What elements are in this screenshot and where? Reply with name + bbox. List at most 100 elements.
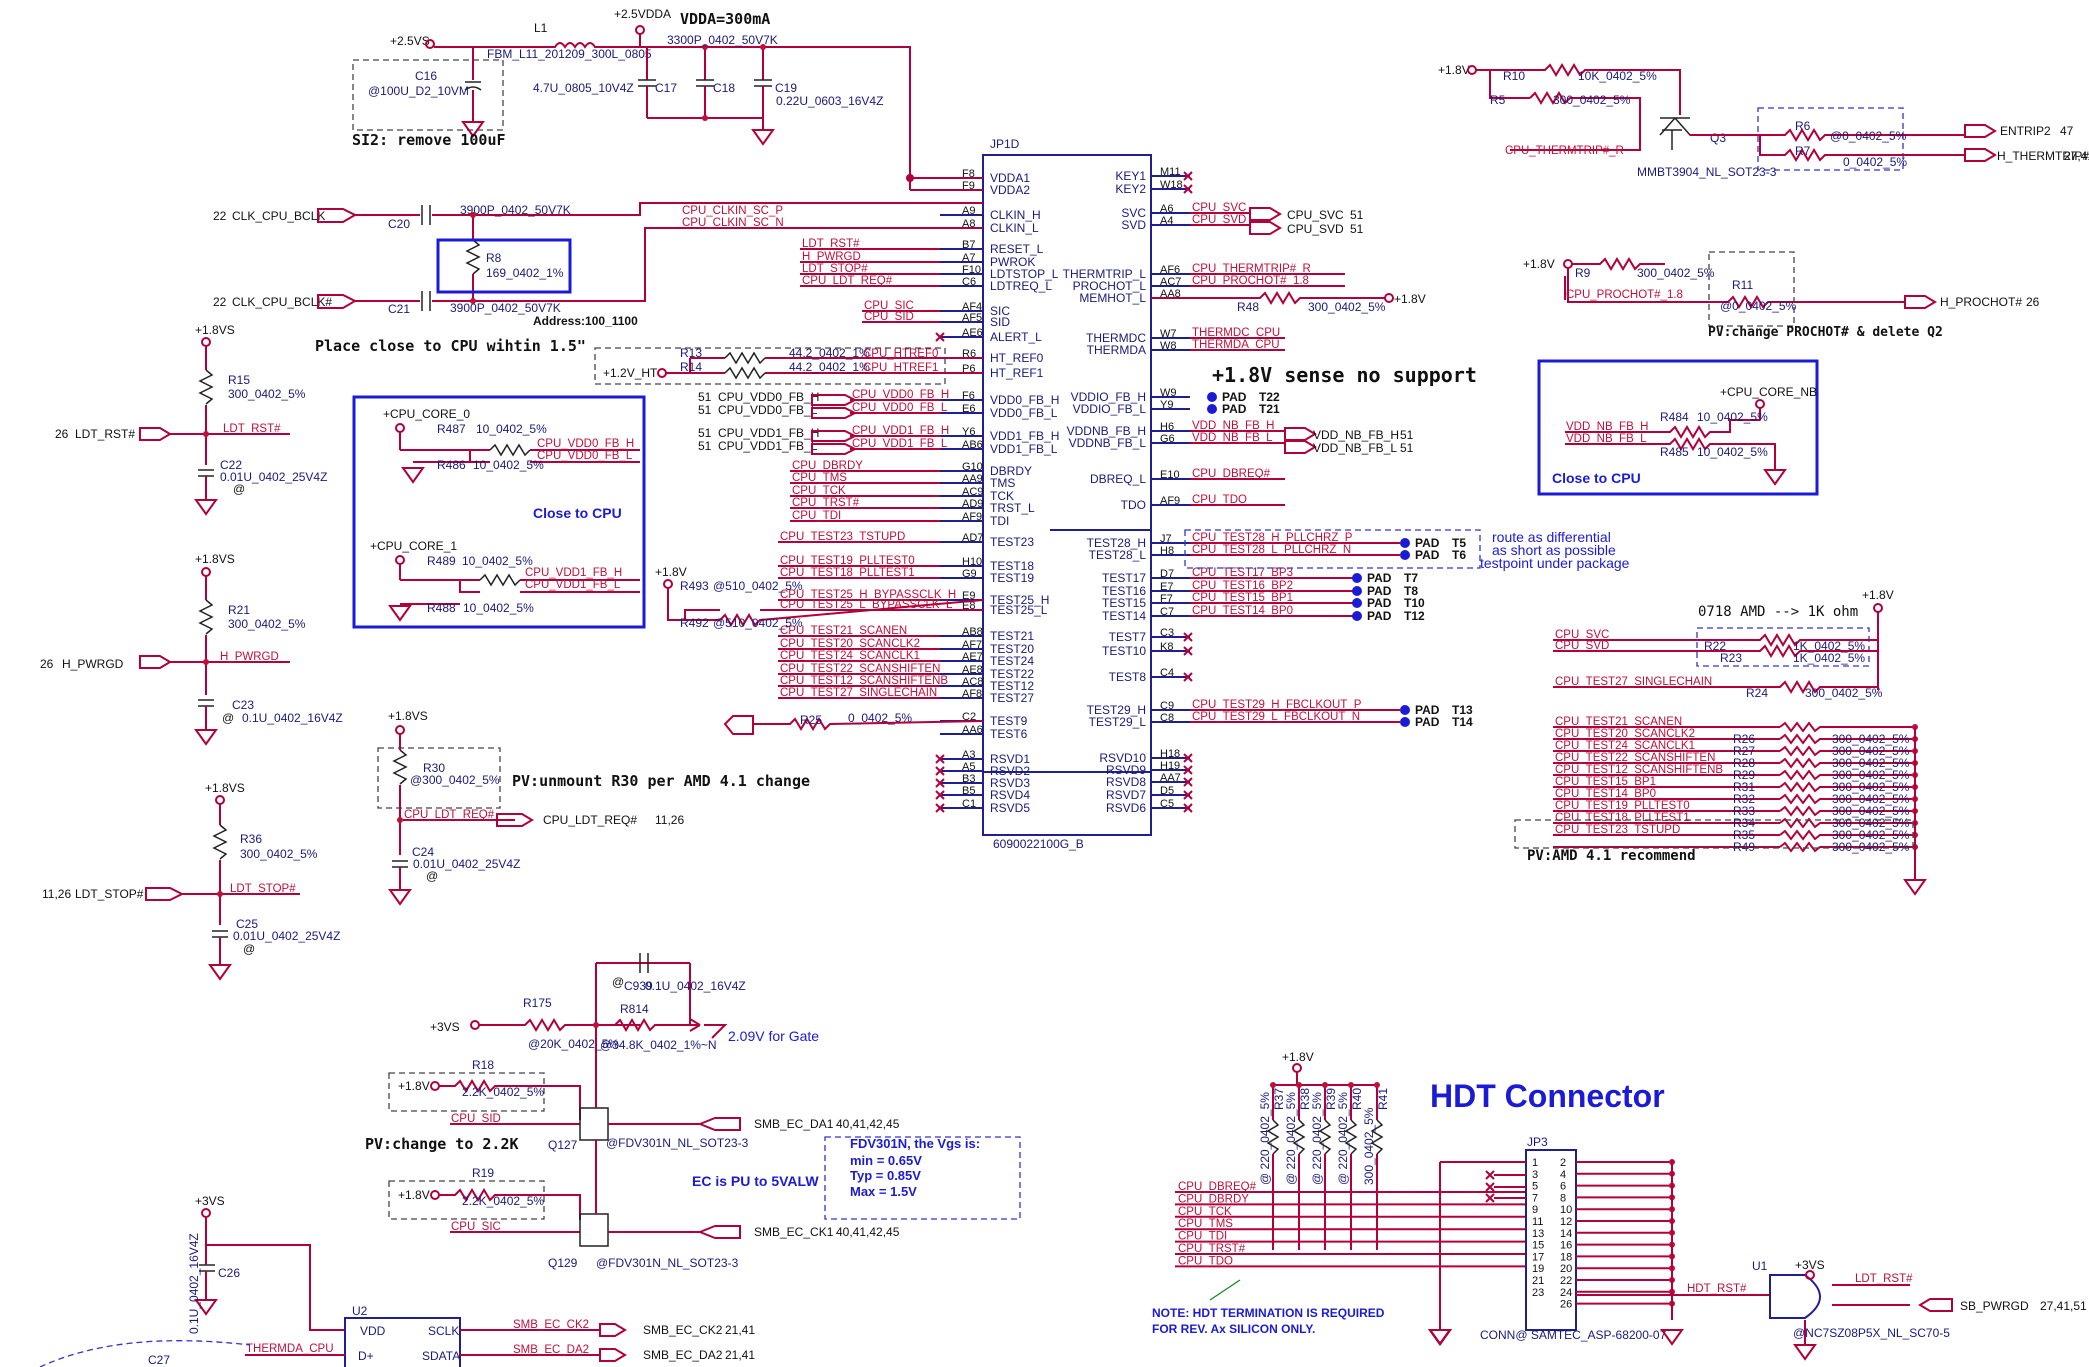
svg-text:SB_PWRGD: SB_PWRGD	[1960, 1299, 2029, 1313]
right-net-labels: CPU_SVCCPU_SVDCPU_THERMTRIP#_RCPU_PROCHO…	[1190, 202, 1400, 723]
pad-ref: T10	[1404, 596, 1425, 610]
cpu-pin-name: RSVD5	[990, 801, 1030, 815]
net-label: CPU_TEST28_H_PLLCHRZ_P	[1192, 532, 1353, 544]
cpu-pin-number: AC9	[962, 486, 983, 498]
net-label: CPU_SIC	[864, 300, 914, 312]
svg-text:R175: R175	[523, 996, 552, 1010]
svg-text:Q129: Q129	[548, 1256, 578, 1270]
bank-net: CPU_TEST14_BP0	[1555, 788, 1656, 800]
jp3-pin: 9	[1532, 1204, 1538, 1216]
note-si2: SI2: remove 100uF	[352, 131, 506, 149]
q3-value: MMBT3904_NL_SOT23-3	[1637, 165, 1777, 179]
svg-text:R486: R486	[437, 458, 466, 472]
cpu-pin-number: H8	[1160, 545, 1174, 557]
svg-text:26: 26	[2026, 295, 2040, 309]
cpu-pin-number: AC8	[962, 676, 983, 688]
cpu-pin-number: A4	[1160, 215, 1173, 227]
hdt-res-value: @ 220_0402_5%	[1284, 1092, 1298, 1185]
cpu-pin-name: TEST25_H	[990, 593, 1049, 607]
cpu-pin-name: VDD0_FB_L	[990, 406, 1058, 420]
svg-text:VDD: VDD	[360, 1324, 386, 1338]
pad-dot	[1352, 573, 1362, 583]
bank-ref: R29	[1733, 768, 1755, 782]
net-label: CPU_TDO	[1192, 494, 1247, 506]
bank-value: 300_0402_5%	[1832, 804, 1910, 818]
net-htref0: CPU_HTREF0	[863, 348, 938, 360]
hdt-res-ref: R38	[1298, 1088, 1312, 1110]
svg-text:CPU_SVD: CPU_SVD	[1287, 222, 1344, 236]
svg-text:51: 51	[1400, 441, 1414, 455]
c17-cap	[638, 47, 656, 118]
hdt-net-label: CPU_DBREQ#	[1178, 1181, 1257, 1193]
note-route3: testpoint under package	[1480, 555, 1630, 571]
net-label: CPU_TEST17_BP3	[1192, 567, 1293, 579]
bank-value: 300_0402_5%	[1832, 732, 1910, 746]
net-label: CPU_TCK	[792, 485, 846, 497]
cpu-part: 6090022100G_B	[993, 837, 1084, 851]
cpu-pin-number: AF9	[962, 511, 982, 523]
svg-text:min = 0.65V: min = 0.65V	[850, 1153, 922, 1168]
cpu-pin-number: C2	[962, 711, 976, 723]
rail-1v8-thermtrip: +1.8V	[1438, 63, 1470, 77]
note-vdda: VDDA=300mA	[680, 10, 770, 28]
note-sense: +1.8V sense no support	[1212, 363, 1477, 387]
hdt-res-ref: R41	[1376, 1088, 1390, 1110]
hdt-res-ref: R39	[1324, 1088, 1338, 1110]
cpu-pin-number: AA6	[962, 724, 983, 736]
jp3-part: CONN@ SAMTEC_ASP-68200-07	[1480, 1328, 1667, 1342]
note-gate: 2.09V for Gate	[728, 1028, 819, 1044]
r8-ref: R8	[486, 251, 502, 265]
svg-text:21,41: 21,41	[725, 1348, 755, 1362]
net-label: CPU_TRST#	[792, 497, 860, 509]
cpu-pin-name: TRST_L	[990, 501, 1035, 515]
cpu-pin-name: TEST15	[1102, 596, 1146, 610]
c18-value: 3300P_0402_50V7K	[667, 33, 778, 47]
cpu-pin-number: AF6	[1160, 264, 1180, 276]
svg-text:1K_0402_5%: 1K_0402_5%	[1793, 651, 1865, 665]
hdt-net-label: CPU_TCK	[1178, 1206, 1232, 1218]
hdt-res-ref: R40	[1350, 1088, 1364, 1110]
cpu-pin-name: TEST28_L	[1089, 548, 1147, 562]
svg-text:51: 51	[1350, 208, 1364, 222]
note-route2: as short as possible	[1492, 542, 1616, 558]
cpu-pin-name: TEST23	[990, 535, 1034, 549]
svg-text:@FDV301N_NL_SOT23-3: @FDV301N_NL_SOT23-3	[606, 1136, 749, 1150]
cpu-pin-number: M11	[1160, 166, 1181, 178]
net-label: CPU_TEST20_SCANCLK2	[780, 638, 920, 650]
svg-text:R22: R22	[1704, 639, 1726, 653]
note-place-close: Place close to CPU wihtin 1.5"	[315, 337, 586, 355]
left-net-labels: LDT_RST#H_PWRGDLDT_STOP#CPU_LDT_REQ#CPU_…	[778, 238, 956, 699]
cpu-pin-number: F10	[962, 264, 981, 276]
svg-text:SCLK: SCLK	[428, 1324, 459, 1338]
note-prochot: PV:change PROCHOT# & delete Q2	[1708, 325, 1943, 340]
svg-text:PV:unmount R30 per AMD 4.1 cha: PV:unmount R30 per AMD 4.1 change	[512, 772, 810, 790]
cpu-pin-name: RSVD1	[990, 752, 1030, 766]
r8-highlight	[436, 238, 572, 294]
cpu-pin-number: AC7	[1160, 276, 1181, 288]
net-label: CPU_TEST29_L_FBCLKOUT_N	[1192, 711, 1360, 723]
rail-core0: +CPU_CORE_0	[383, 407, 470, 421]
cpu-pin-number: B3	[962, 773, 975, 785]
pad-dot	[1352, 598, 1362, 608]
cpu-pin-number: K8	[1160, 641, 1173, 653]
svg-text:THERMDA_CPU: THERMDA_CPU	[246, 1343, 334, 1355]
svg-text:LDT_STOP#: LDT_STOP#	[75, 887, 144, 901]
svg-text:R30: R30	[423, 761, 445, 775]
net-label: CPU_TEST25_L_BYPASSCLK_L	[780, 599, 953, 611]
svg-text:+3VS: +3VS	[430, 1020, 460, 1034]
svg-text:@: @	[233, 482, 245, 496]
svg-text:R7: R7	[1795, 144, 1811, 158]
svg-text:10K_0402_5%: 10K_0402_5%	[1578, 69, 1657, 83]
svg-text:SMB_EC_CK1: SMB_EC_CK1	[754, 1225, 834, 1239]
cpu-pin-name: THERMDC	[1086, 331, 1146, 345]
svg-text:Max = 1.5V: Max = 1.5V	[850, 1184, 917, 1199]
bank-net: CPU_TEST18_PLLTEST1	[1555, 812, 1690, 824]
pad-label: PAD	[1415, 715, 1440, 729]
clk-n-port: CLK_CPU_BCLK#	[232, 295, 332, 309]
r492-ref: R492	[680, 616, 709, 630]
vgs-note-box	[824, 1136, 1021, 1220]
